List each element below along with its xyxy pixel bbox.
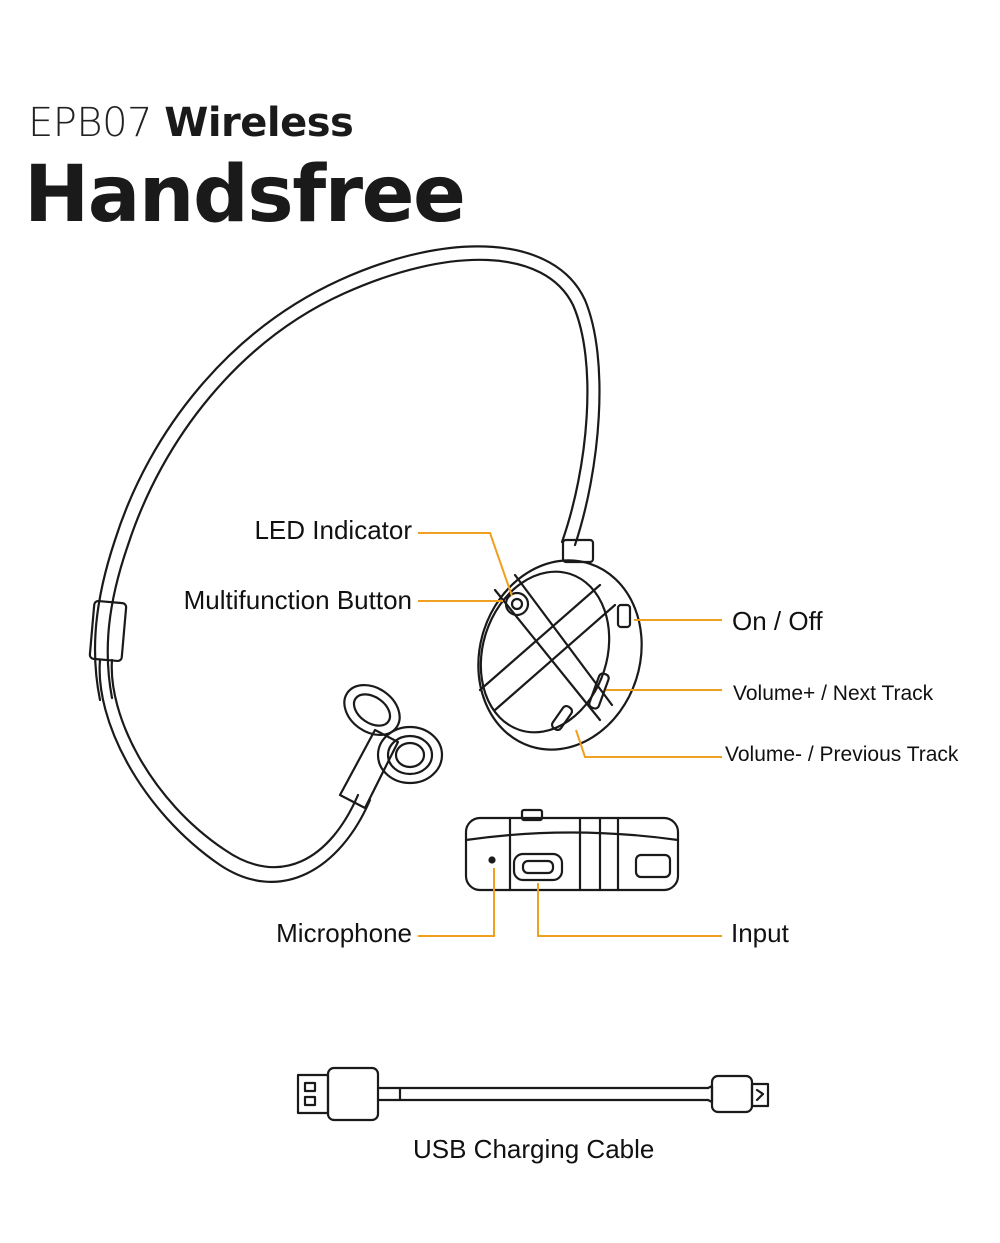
label-led-indicator: LED Indicator [254, 515, 412, 545]
led-indicator-dot [504, 591, 530, 617]
pod-side-view [464, 816, 680, 892]
label-on-off: On / Off [732, 606, 823, 636]
band-connector [561, 538, 595, 564]
usb-cable-cord [398, 1086, 710, 1102]
usb-input-port [512, 852, 564, 882]
micro-usb-housing [710, 1074, 754, 1114]
label-microphone: Microphone [276, 918, 412, 948]
neckband-inner [106, 258, 589, 700]
usb-a-housing [326, 1066, 380, 1122]
volume-minus-key [550, 704, 574, 732]
control-pod-outer [477, 559, 643, 751]
volume-plus-key [588, 672, 610, 710]
earbud-tip [343, 683, 401, 737]
power-switch [616, 603, 632, 629]
product-title-line1: EPB07 Wireless [28, 100, 354, 146]
earbud-stem [338, 728, 400, 810]
leader-microphone [418, 868, 495, 937]
earbud-head [376, 725, 444, 785]
leader-input [537, 883, 722, 937]
title-wireless: Wireless [164, 100, 354, 146]
microphone-hole [488, 856, 496, 864]
leader-led [418, 532, 513, 597]
micro-usb-plug [750, 1082, 770, 1108]
model-name: EPB07 [28, 100, 152, 146]
label-volume-plus: Volume+ / Next Track [733, 682, 934, 705]
label-multifunction-button: Multifunction Button [183, 585, 412, 615]
product-title-main: Handsfree [24, 150, 466, 240]
label-volume-minus: Volume- / Previous Track [725, 743, 959, 766]
usb-a-plug [296, 1073, 330, 1115]
label-usb-charging-cable: USB Charging Cable [413, 1134, 655, 1164]
leader-volume-minus [575, 729, 722, 758]
neckband-sleeve [88, 599, 128, 663]
earbud-wire-outer [98, 658, 372, 883]
label-input: Input [731, 918, 789, 948]
earbud-wire-inner [110, 658, 360, 869]
control-pod-face [479, 570, 611, 734]
neckband-outer [93, 245, 601, 702]
